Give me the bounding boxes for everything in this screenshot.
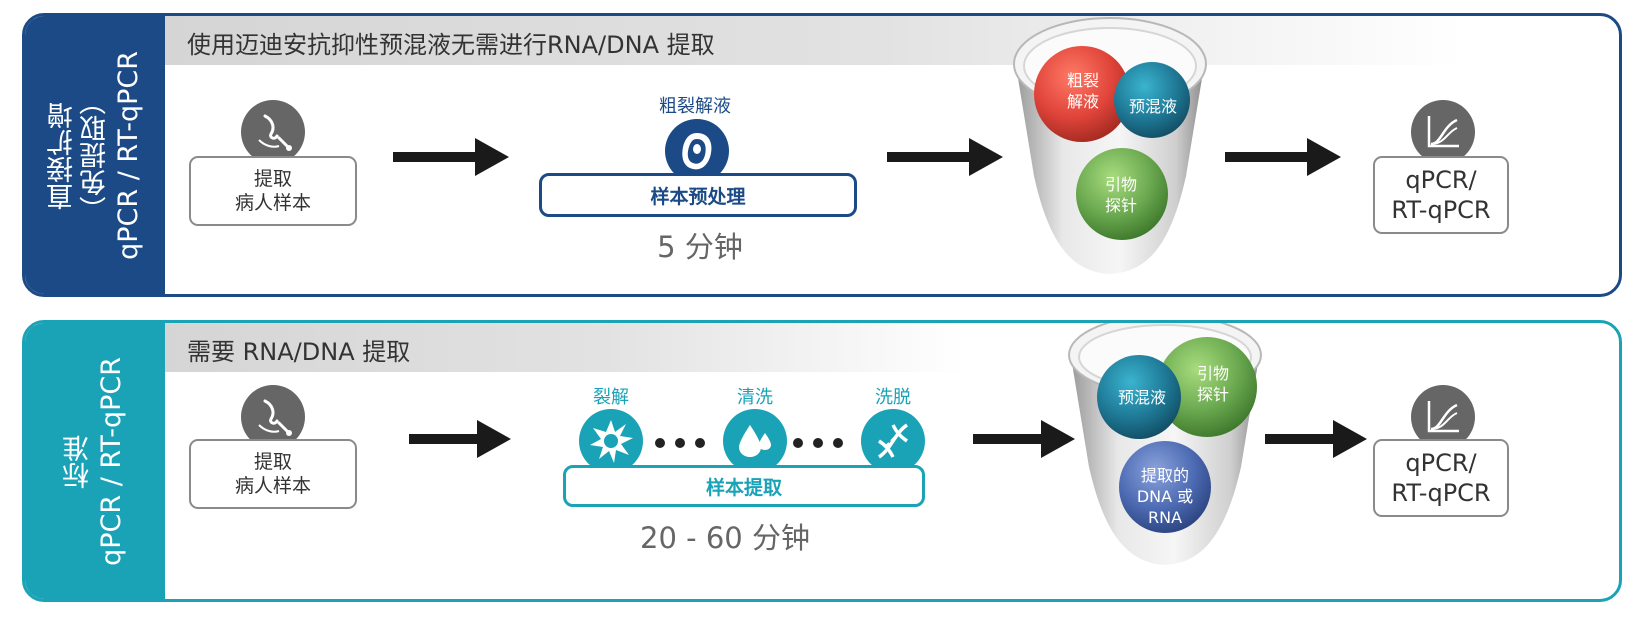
result-box: qPCR/ RT-qPCR — [1373, 439, 1509, 517]
banner: 使用迈迪安抗抑性预混液无需进行RNA/DNA 提取 — [165, 16, 1465, 65]
ball-premix-label: 预混液 — [1128, 97, 1177, 116]
patient-box-line: 提取 — [253, 168, 292, 190]
patient-box-line: 病人样本 — [234, 192, 311, 214]
patient-sample-box: 提取 病人样本 — [189, 156, 357, 226]
reaction-tube-icon — [1013, 17, 1207, 274]
sample-pretreatment-bar: 样本预处理 — [539, 173, 857, 217]
ball-line: 探针 — [1196, 385, 1229, 404]
separator-dot — [675, 438, 685, 448]
right-arrow-icon — [409, 420, 511, 458]
result-box: qPCR/ RT-qPCR — [1373, 156, 1509, 234]
right-arrow-icon — [1265, 420, 1367, 458]
step-label-elute: 洗脱 — [875, 387, 911, 408]
direct-amplification-panel: 直接扩增 （免提取） qPCR / RT-qPCR 使用迈迪安抗抑性预混液无需进… — [22, 13, 1622, 297]
ball-lysate-label: 粗裂 解液 — [1053, 70, 1113, 112]
ball-line: DNA 或 — [1136, 487, 1194, 506]
right-arrow-icon — [887, 138, 1003, 176]
sample-extraction-bar: 样本提取 — [563, 465, 925, 507]
result-line: RT-qPCR — [1391, 196, 1491, 224]
separator-dot — [655, 438, 665, 448]
nose-swab-icon — [241, 385, 305, 449]
ball-primer-label: 引物 探针 — [1183, 363, 1243, 405]
ball-premix-label: 预混液 — [1117, 388, 1166, 407]
banner-text: 使用迈迪安抗抑性预混液无需进行RNA/DNA 提取 — [187, 31, 715, 59]
side-label-line: （免提取） — [79, 87, 111, 223]
side-label-direct: 直接扩增 （免提取） qPCR / RT-qPCR — [25, 16, 165, 294]
result-line: qPCR/ — [1405, 449, 1477, 477]
cell-icon — [665, 119, 729, 183]
right-arrow-icon — [1225, 138, 1341, 176]
side-label-line: qPCR / RT-qPCR — [96, 356, 127, 566]
standard-panel: 标准 qPCR / RT-qPCR 需要 RNA/DNA 提取 提取 病人样本 … — [22, 320, 1622, 602]
ball-line: RNA — [1147, 508, 1183, 527]
side-label-line: qPCR / RT-qPCR — [112, 50, 144, 260]
ball-line: 解液 — [1066, 92, 1099, 111]
result-line: RT-qPCR — [1391, 479, 1491, 507]
separator-dot — [813, 438, 823, 448]
side-label-line: 直接扩增 — [46, 101, 78, 209]
step-label-wash: 清洗 — [737, 387, 773, 408]
duration-label: 20 - 60 分钟 — [640, 521, 810, 555]
separator-dot — [695, 438, 705, 448]
patient-sample-box: 提取 病人样本 — [189, 439, 357, 509]
patient-box-line: 病人样本 — [234, 475, 311, 497]
ball-line: 粗裂 — [1066, 71, 1099, 90]
reaction-tube-icon — [1068, 323, 1262, 565]
patient-box-line: 提取 — [253, 451, 292, 473]
banner: 需要 RNA/DNA 提取 — [165, 323, 965, 372]
water-drops-icon — [723, 409, 787, 473]
ball-line: 引物 — [1196, 364, 1229, 383]
banner-text: 需要 RNA/DNA 提取 — [187, 338, 411, 366]
starburst-lysis-icon — [579, 409, 643, 473]
dna-helix-icon — [861, 409, 925, 473]
amplification-curve-icon — [1411, 385, 1475, 449]
ball-line: 探针 — [1104, 196, 1137, 215]
separator-dot — [833, 438, 843, 448]
nose-swab-icon — [241, 100, 305, 164]
result-line: qPCR/ — [1405, 166, 1477, 194]
right-arrow-icon — [973, 420, 1075, 458]
ball-line: 提取的 — [1140, 466, 1189, 485]
separator-dot — [793, 438, 803, 448]
amplification-curve-icon — [1411, 100, 1475, 164]
duration-label: 5 分钟 — [657, 230, 743, 264]
ball-extracted-label: 提取的 DNA 或 RNA — [1125, 465, 1205, 528]
pretreat-label: 粗裂解液 — [659, 96, 731, 117]
side-label-standard: 标准 qPCR / RT-qPCR — [25, 323, 165, 599]
ball-primer-label: 引物 探针 — [1091, 174, 1151, 216]
side-label-line: 标准 — [63, 434, 94, 488]
right-arrow-icon — [393, 138, 509, 176]
ball-line: 引物 — [1104, 175, 1137, 194]
step-label-lysis: 裂解 — [593, 387, 629, 408]
